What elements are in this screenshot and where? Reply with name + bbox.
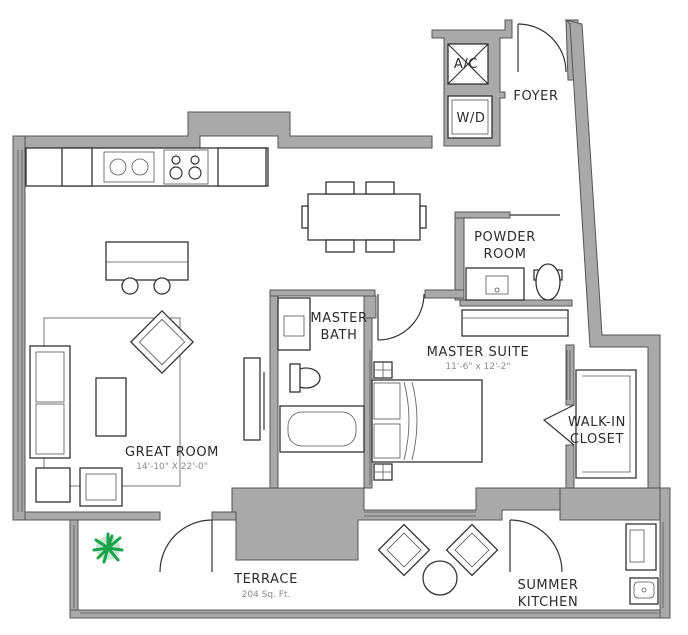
summer-kitchen-label-1: SUMMER	[517, 578, 578, 593]
great-room-dims: 14'-10" X 22'-0"	[136, 462, 208, 472]
windows-left	[17, 150, 664, 614]
walk-in-closet-shelves	[575, 369, 637, 479]
ac-label: A/C	[454, 57, 478, 72]
dining-table	[301, 181, 427, 253]
summer-kitchen-fixtures	[625, 523, 659, 605]
summer-kitchen-label-2: KITCHEN	[518, 595, 579, 610]
great-room-label: GREAT ROOM	[125, 445, 219, 460]
master-bath-label-2: BATH	[321, 328, 358, 343]
master-bed	[371, 309, 569, 481]
powder-room-label-1: POWDER	[474, 230, 536, 245]
master-suite-label: MASTER SUITE	[427, 345, 530, 360]
terrace-label: TERRACE	[233, 572, 298, 587]
living-room-furniture	[29, 309, 265, 507]
powder-room-label-2: ROOM	[483, 247, 526, 262]
washer-dryer	[447, 95, 493, 139]
foyer-label: FOYER	[513, 89, 558, 104]
master-suite-dims: 11'-6" x 12'-2"	[445, 362, 510, 372]
powder-fixtures	[465, 263, 563, 301]
master-bath-fixtures	[277, 297, 365, 453]
wd-label: W/D	[456, 111, 485, 126]
terrace-area: 204 Sq. Ft.	[242, 590, 291, 600]
ac-unit	[447, 43, 489, 85]
terrace-furniture	[377, 523, 499, 596]
walk-in-closet-label-1: WALK-IN	[568, 415, 626, 430]
kitchen-counter	[25, 147, 269, 187]
plant-icon	[92, 532, 124, 564]
master-bath-label-1: MASTER	[310, 311, 367, 326]
kitchen-island	[105, 241, 189, 295]
doors[interactable]	[159, 23, 575, 573]
walk-in-closet-label-2: CLOSET	[570, 432, 624, 447]
